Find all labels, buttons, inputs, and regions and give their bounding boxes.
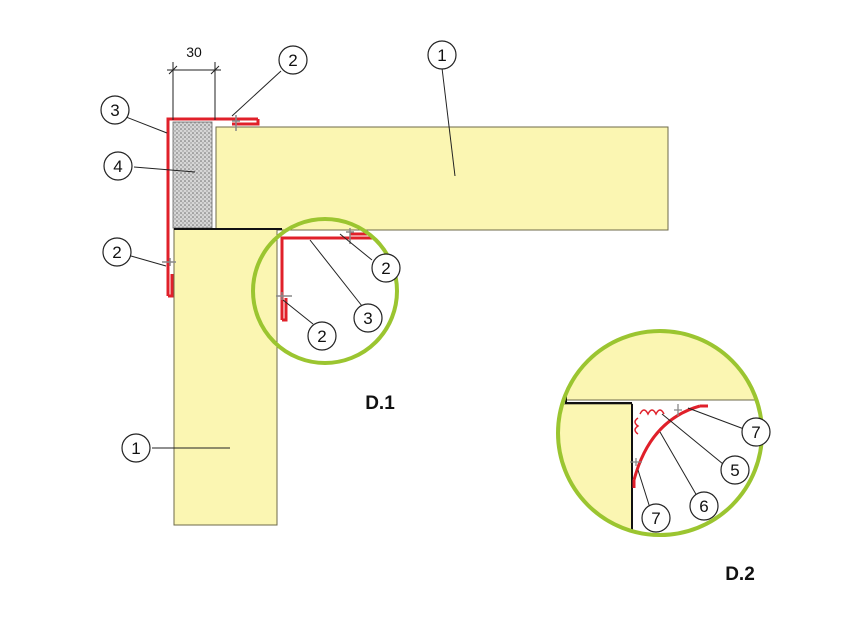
svg-text:2: 2 xyxy=(112,243,121,262)
callout-d1-flashing-bottom: 2 xyxy=(307,321,337,351)
svg-text:1: 1 xyxy=(131,439,140,458)
trim-hem-top xyxy=(232,119,260,126)
callout-main-panel-top: 1 xyxy=(427,40,457,70)
svg-text:3: 3 xyxy=(363,309,372,328)
leader-lines xyxy=(125,67,745,509)
svg-text:7: 7 xyxy=(751,423,760,442)
corner-trim xyxy=(166,117,258,296)
callout-main-panel-left: 1 xyxy=(121,433,151,463)
rivet-left xyxy=(162,258,176,266)
dimension-label: 30 xyxy=(186,44,202,60)
callout-filler: 4 xyxy=(103,151,133,181)
detail-d1 xyxy=(251,217,399,365)
svg-text:4: 4 xyxy=(113,157,122,176)
callout-flashing-left: 2 xyxy=(102,237,132,267)
svg-text:3: 3 xyxy=(110,101,119,120)
svg-text:7: 7 xyxy=(651,509,660,528)
svg-text:1: 1 xyxy=(437,46,446,65)
callout-d2-seal: 5 xyxy=(720,455,750,485)
svg-text:6: 6 xyxy=(699,497,708,516)
callout-flashing-top: 2 xyxy=(278,45,308,75)
svg-text:5: 5 xyxy=(730,461,739,480)
svg-text:2: 2 xyxy=(381,259,390,278)
rivet-top xyxy=(232,115,240,131)
callout-d1-flashing-top: 2 xyxy=(371,253,401,283)
trim-hem-left xyxy=(168,274,174,298)
svg-text:2: 2 xyxy=(288,51,297,70)
curved-profile xyxy=(632,404,701,481)
callout-corner-trim: 3 xyxy=(100,95,130,125)
horizontal-panel xyxy=(215,126,669,231)
callout-d2-flashing-bottom: 7 xyxy=(641,503,671,533)
callout-d1-trim: 3 xyxy=(353,303,383,333)
filler-block xyxy=(172,121,213,229)
dimension-30 xyxy=(167,62,221,120)
detail-d1-ring xyxy=(251,217,399,365)
callout-d2-flashing-top: 7 xyxy=(741,417,771,447)
detail-d1-label: D.1 xyxy=(365,393,395,414)
detail-d2 xyxy=(556,329,764,537)
svg-text:2: 2 xyxy=(317,327,326,346)
detail-d2-label: D.2 xyxy=(725,564,755,585)
callout-d2-profile: 6 xyxy=(689,491,719,521)
